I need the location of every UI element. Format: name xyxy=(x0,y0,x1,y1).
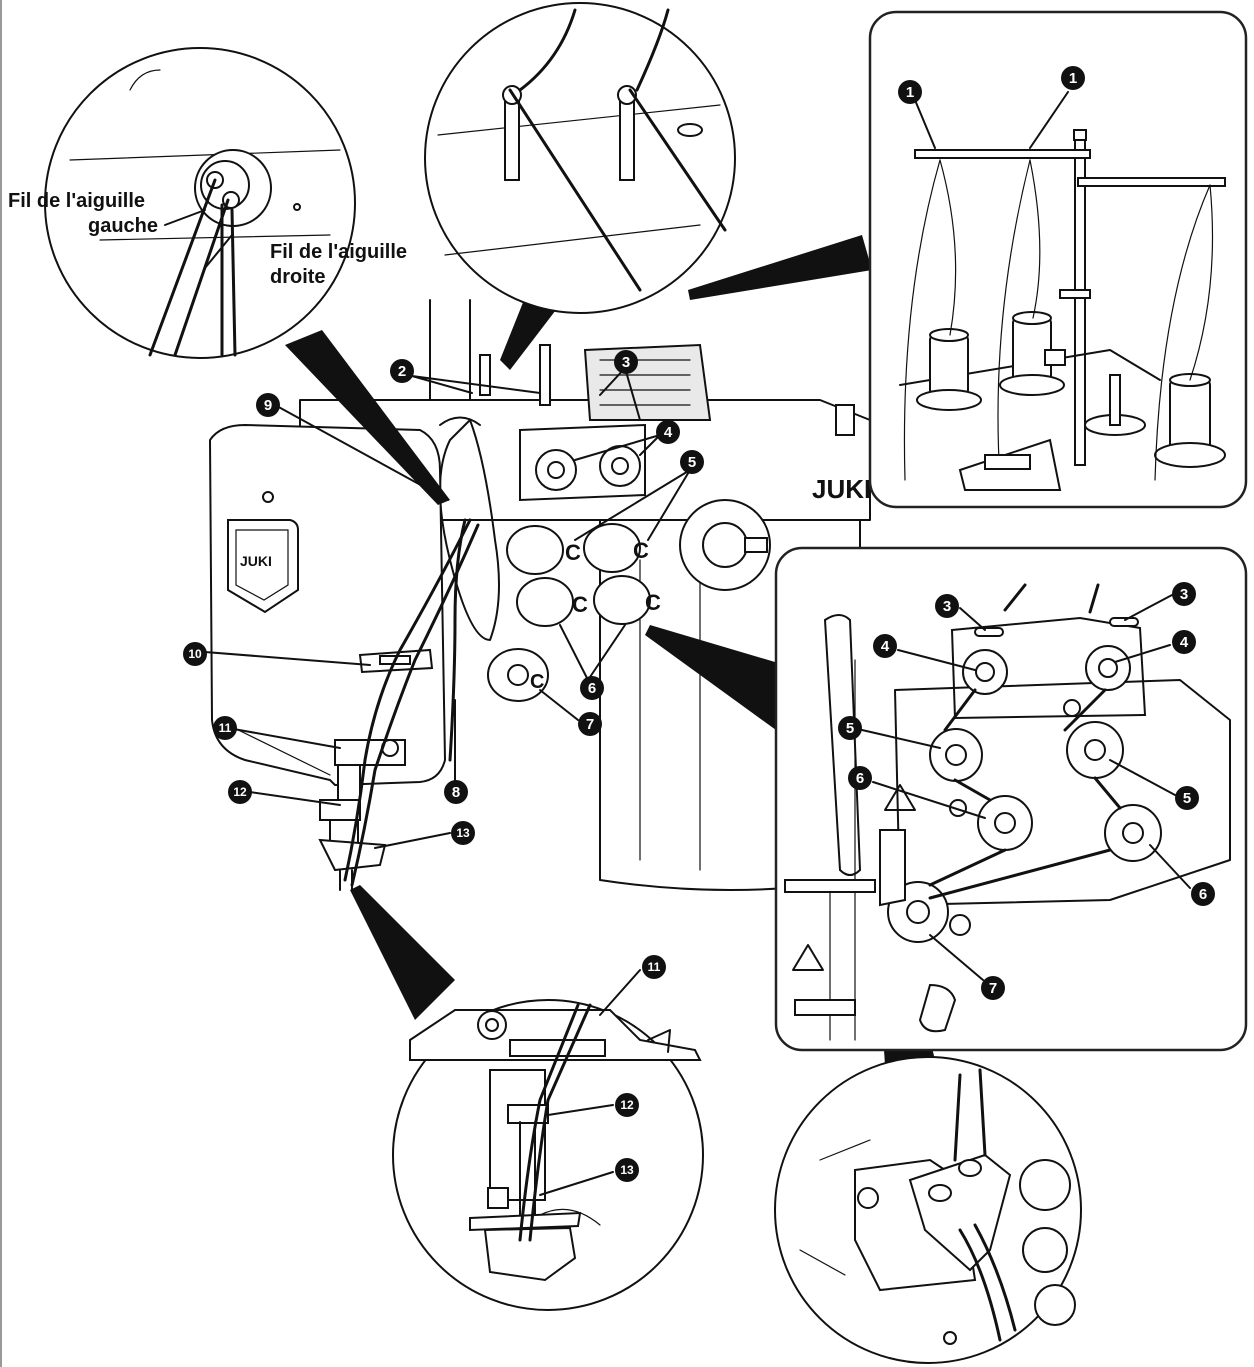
leader-lines xyxy=(204,91,1191,1196)
svg-text:C: C xyxy=(633,538,649,563)
svg-text:C: C xyxy=(530,671,544,693)
badge-1-left: 1 xyxy=(898,80,922,104)
badge-2: 2 xyxy=(390,359,414,383)
inset-tension-detail xyxy=(774,546,1248,1052)
right-needle-thread-line1: Fil de l'aiguille xyxy=(270,241,407,263)
svg-text:5: 5 xyxy=(1183,790,1191,807)
svg-text:3: 3 xyxy=(943,598,951,615)
badge-10: 10 xyxy=(183,642,207,666)
svg-text:5: 5 xyxy=(688,454,696,471)
inset-thread-stand xyxy=(868,10,1248,509)
callout-wedge-left xyxy=(285,330,450,505)
svg-text:8: 8 xyxy=(452,784,460,801)
badge-13-main: 13 xyxy=(451,821,475,845)
svg-text:7: 7 xyxy=(586,716,594,733)
badge-13-detail: 13 xyxy=(615,1158,639,1182)
svg-text:4: 4 xyxy=(1180,634,1189,651)
svg-text:12: 12 xyxy=(233,785,247,799)
label-left-needle-thread: Fil de l'aiguille gauche xyxy=(8,190,158,237)
svg-text:11: 11 xyxy=(648,960,661,974)
badge-3-main: 3 xyxy=(614,350,638,374)
arm-brand-logo: JUKI xyxy=(812,474,871,504)
badge-4-main: 4 xyxy=(656,420,680,444)
svg-text:7: 7 xyxy=(989,980,997,997)
svg-text:C: C xyxy=(572,592,588,617)
badge-5-main: 5 xyxy=(680,450,704,474)
svg-text:6: 6 xyxy=(1199,886,1207,903)
badge-11-detail: 11 xyxy=(642,955,666,979)
svg-text:11: 11 xyxy=(219,721,232,735)
svg-text:5: 5 xyxy=(846,720,854,737)
machine-head: JUKI xyxy=(208,423,480,891)
tension-upper xyxy=(535,445,641,491)
badge-11-main: 11 xyxy=(213,716,237,740)
inset-thread-pins xyxy=(424,2,736,314)
svg-text:3: 3 xyxy=(1180,586,1188,603)
inset-looper-guide xyxy=(774,1056,1082,1364)
callout-wedge-right xyxy=(645,625,785,730)
svg-text:6: 6 xyxy=(856,770,864,787)
badge-6-left-detail: 6 xyxy=(848,766,872,790)
badge-1-right: 1 xyxy=(1061,66,1085,90)
svg-text:13: 13 xyxy=(620,1163,634,1177)
svg-text:3: 3 xyxy=(622,354,630,371)
inset-needle-threads xyxy=(44,47,356,359)
badge-9: 9 xyxy=(256,393,280,417)
badge-3-left-detail: 3 xyxy=(935,594,959,618)
badge-6-main: 6 xyxy=(580,676,604,700)
badge-7-main: 7 xyxy=(578,712,602,736)
badge-3-right-detail: 3 xyxy=(1172,582,1196,606)
tension-lower: C C xyxy=(516,575,661,627)
svg-text:6: 6 xyxy=(588,680,596,697)
svg-text:4: 4 xyxy=(664,424,673,441)
svg-text:C: C xyxy=(565,540,581,565)
badge-5-right-detail: 5 xyxy=(1175,786,1199,810)
callout-wedge-bottom xyxy=(350,885,455,1020)
badge-12-detail: 12 xyxy=(615,1093,639,1117)
tension-middle: C C xyxy=(506,523,649,575)
badge-5-left-detail: 5 xyxy=(838,716,862,740)
label-right-needle-thread: Fil de l'aiguille droite xyxy=(270,241,407,288)
svg-text:12: 12 xyxy=(620,1098,634,1112)
badge-7-detail: 7 xyxy=(981,976,1005,1000)
svg-text:9: 9 xyxy=(264,397,272,414)
svg-text:13: 13 xyxy=(456,826,470,840)
svg-text:1: 1 xyxy=(1069,70,1077,87)
badge-6-right-detail: 6 xyxy=(1191,882,1215,906)
right-needle-thread-line2: droite xyxy=(270,266,326,288)
number-badges: 1 1 2 3 3 3 4 4 4 5 5 5 6 6 6 7 7 8 9 10… xyxy=(183,66,1215,1182)
badge-4-left-detail: 4 xyxy=(873,634,897,658)
svg-text:4: 4 xyxy=(881,638,890,655)
svg-text:10: 10 xyxy=(188,647,202,661)
inset-needle-area xyxy=(392,999,704,1311)
badge-8: 8 xyxy=(444,780,468,804)
badge-4-right-detail: 4 xyxy=(1172,630,1196,654)
svg-text:2: 2 xyxy=(398,363,406,380)
left-needle-thread-line2: gauche xyxy=(88,215,158,237)
svg-text:1: 1 xyxy=(906,84,914,101)
left-needle-thread-line1: Fil de l'aiguille xyxy=(8,190,145,212)
face-brand-logo: JUKI xyxy=(240,553,272,569)
badge-12-main: 12 xyxy=(228,780,252,804)
callout-wedge-upper-right xyxy=(688,235,872,300)
svg-text:C: C xyxy=(645,590,661,615)
